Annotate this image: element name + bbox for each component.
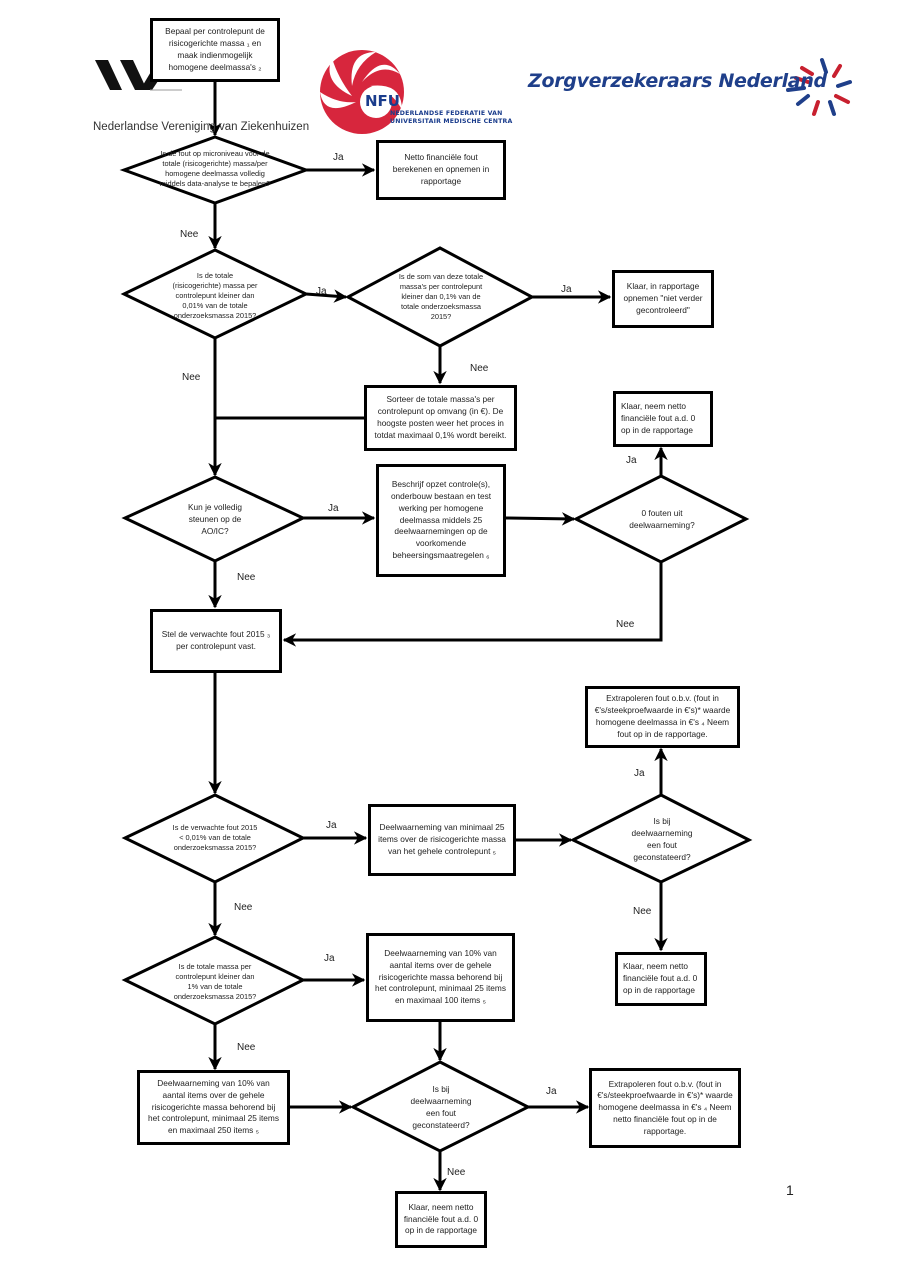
node-netto-fout: Netto financiële fout berekenen en opnem… [376,140,506,200]
edge-label-yes: Ja [561,284,572,295]
nfu-logo-line1: NEDERLANDSE FEDERATIE VAN [390,110,503,117]
edge-label-yes: Ja [546,1086,557,1097]
node-deelw-100: Deelwaarneming van 10% van aantal items … [366,933,515,1022]
node-q-fout-2: Is bij deelwaarneming een fout geconstat… [410,1084,472,1130]
node-klaar-niet-verder: Klaar, in rapportage opnemen "niet verde… [612,270,714,328]
node-deelw-25: Deelwaarneming van minimaal 25 items ove… [368,804,516,876]
edge-label-yes: Ja [626,455,637,466]
edge-label-no: Nee [470,363,489,374]
node-deelw-250: Deelwaarneming van 10% van aantal items … [137,1070,290,1145]
edge-label-no: Nee [234,902,253,913]
node-klaar-netto-top: Klaar, neem netto financiële fout a.d. 0… [613,391,713,447]
node-stel-verwacht: Stel de verwachte fout 2015 ₃ per contro… [150,609,282,673]
edge-label-no: Nee [237,572,256,583]
edge-label-no: Nee [182,372,201,383]
edge-label-no: Nee [616,619,635,630]
nfu-logo-abbr: NFU [365,92,400,110]
node-q-1procent: Is de totale massa per controlepunt klei… [173,962,257,1001]
edge-label-yes: Ja [333,152,344,163]
node-beschrijf: Beschrijf opzet controle(s), onderbouw b… [376,464,506,577]
node-q-aoic: Kun je volledig steunen op de AO/IC? [188,502,242,536]
node-q-som: Is de som van deze totale massa's per co… [398,272,484,321]
node-sorteer: Sorteer de totale massa's per controlepu… [364,385,517,451]
node-q-fout-1: Is bij deelwaarneming een fout geconstat… [631,816,693,862]
node-q-micro: Is de fout op microniveau voor de totale… [159,149,271,188]
node-klaar-netto-bottom: Klaar, neem netto financiële fout a.d. 0… [395,1191,487,1248]
node-q-totale-massa: Is de totale (risicogerichte) massa per … [172,271,258,320]
edge-label-no: Nee [180,229,199,240]
node-q-0fouten: 0 fouten uit deelwaarneming? [629,508,695,530]
page-number: 1 [786,1182,794,1198]
node-klaar-netto-mid: Klaar, neem netto financiële fout a.d. 0… [615,952,707,1006]
zn-logo [786,58,852,116]
node-q-verwacht: Is de verwachte fout 2015 < 0,01% van de… [172,823,258,852]
node-extrapoleer-2: Extrapoleren fout o.b.v. (fout in €'s/st… [589,1068,741,1148]
edge-label-yes: Ja [634,768,645,779]
node-extrapoleer-1: Extrapoleren fout o.b.v. (fout in €'s/st… [585,686,740,748]
nvz-logo-name: Nederlandse Vereniging van Ziekenhuizen [93,121,310,133]
edge-label-yes: Ja [326,820,337,831]
edge-label-no: Nee [237,1042,256,1053]
node-start: Bepaal per controlepunt de risicogericht… [150,18,280,82]
edge-label-no: Nee [633,906,652,917]
nfu-logo [320,50,404,134]
edge-label-no: Nee [447,1167,466,1178]
edge-label-yes: Ja [324,953,335,964]
zn-logo-name: Zorgverzekeraars Nederland [528,70,827,92]
edge-label-yes: Ja [328,503,339,514]
nfu-logo-line2: UNIVERSITAIR MEDISCHE CENTRA [390,118,513,125]
edge-label-yes: Ja [316,286,327,297]
